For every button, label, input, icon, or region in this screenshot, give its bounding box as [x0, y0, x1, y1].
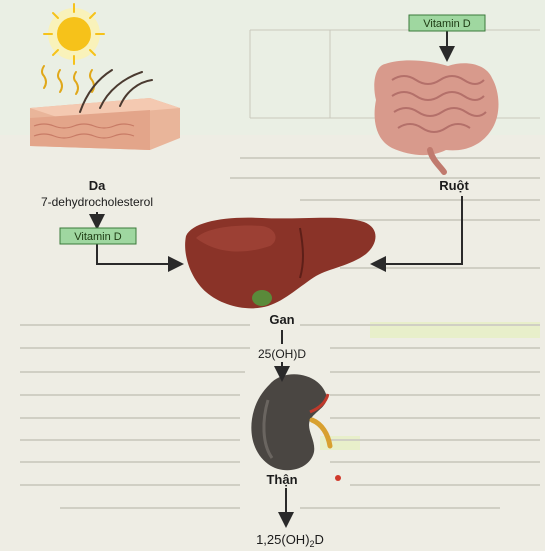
red-marker: [335, 475, 341, 481]
kidney-label: Thận: [266, 472, 297, 487]
vitamin-d-tag-top: Vitamin D: [409, 15, 485, 31]
final-product-label: 1,25(OH)2D: [256, 532, 324, 549]
vitamin-d-tag-left-text: Vitamin D: [74, 231, 122, 243]
precursor-label: 7-dehydrocholesterol: [41, 195, 153, 209]
vitamin-d-tag-top-text: Vitamin D: [423, 18, 471, 30]
vitamin-d-tag-left: Vitamin D: [60, 228, 136, 244]
liver-label: Gan: [269, 312, 294, 327]
sun-icon: [44, 4, 104, 64]
gut-label: Ruột: [439, 178, 469, 193]
liver-product-label: 25(OH)D: [258, 347, 306, 361]
skin-label: Da: [89, 178, 106, 193]
